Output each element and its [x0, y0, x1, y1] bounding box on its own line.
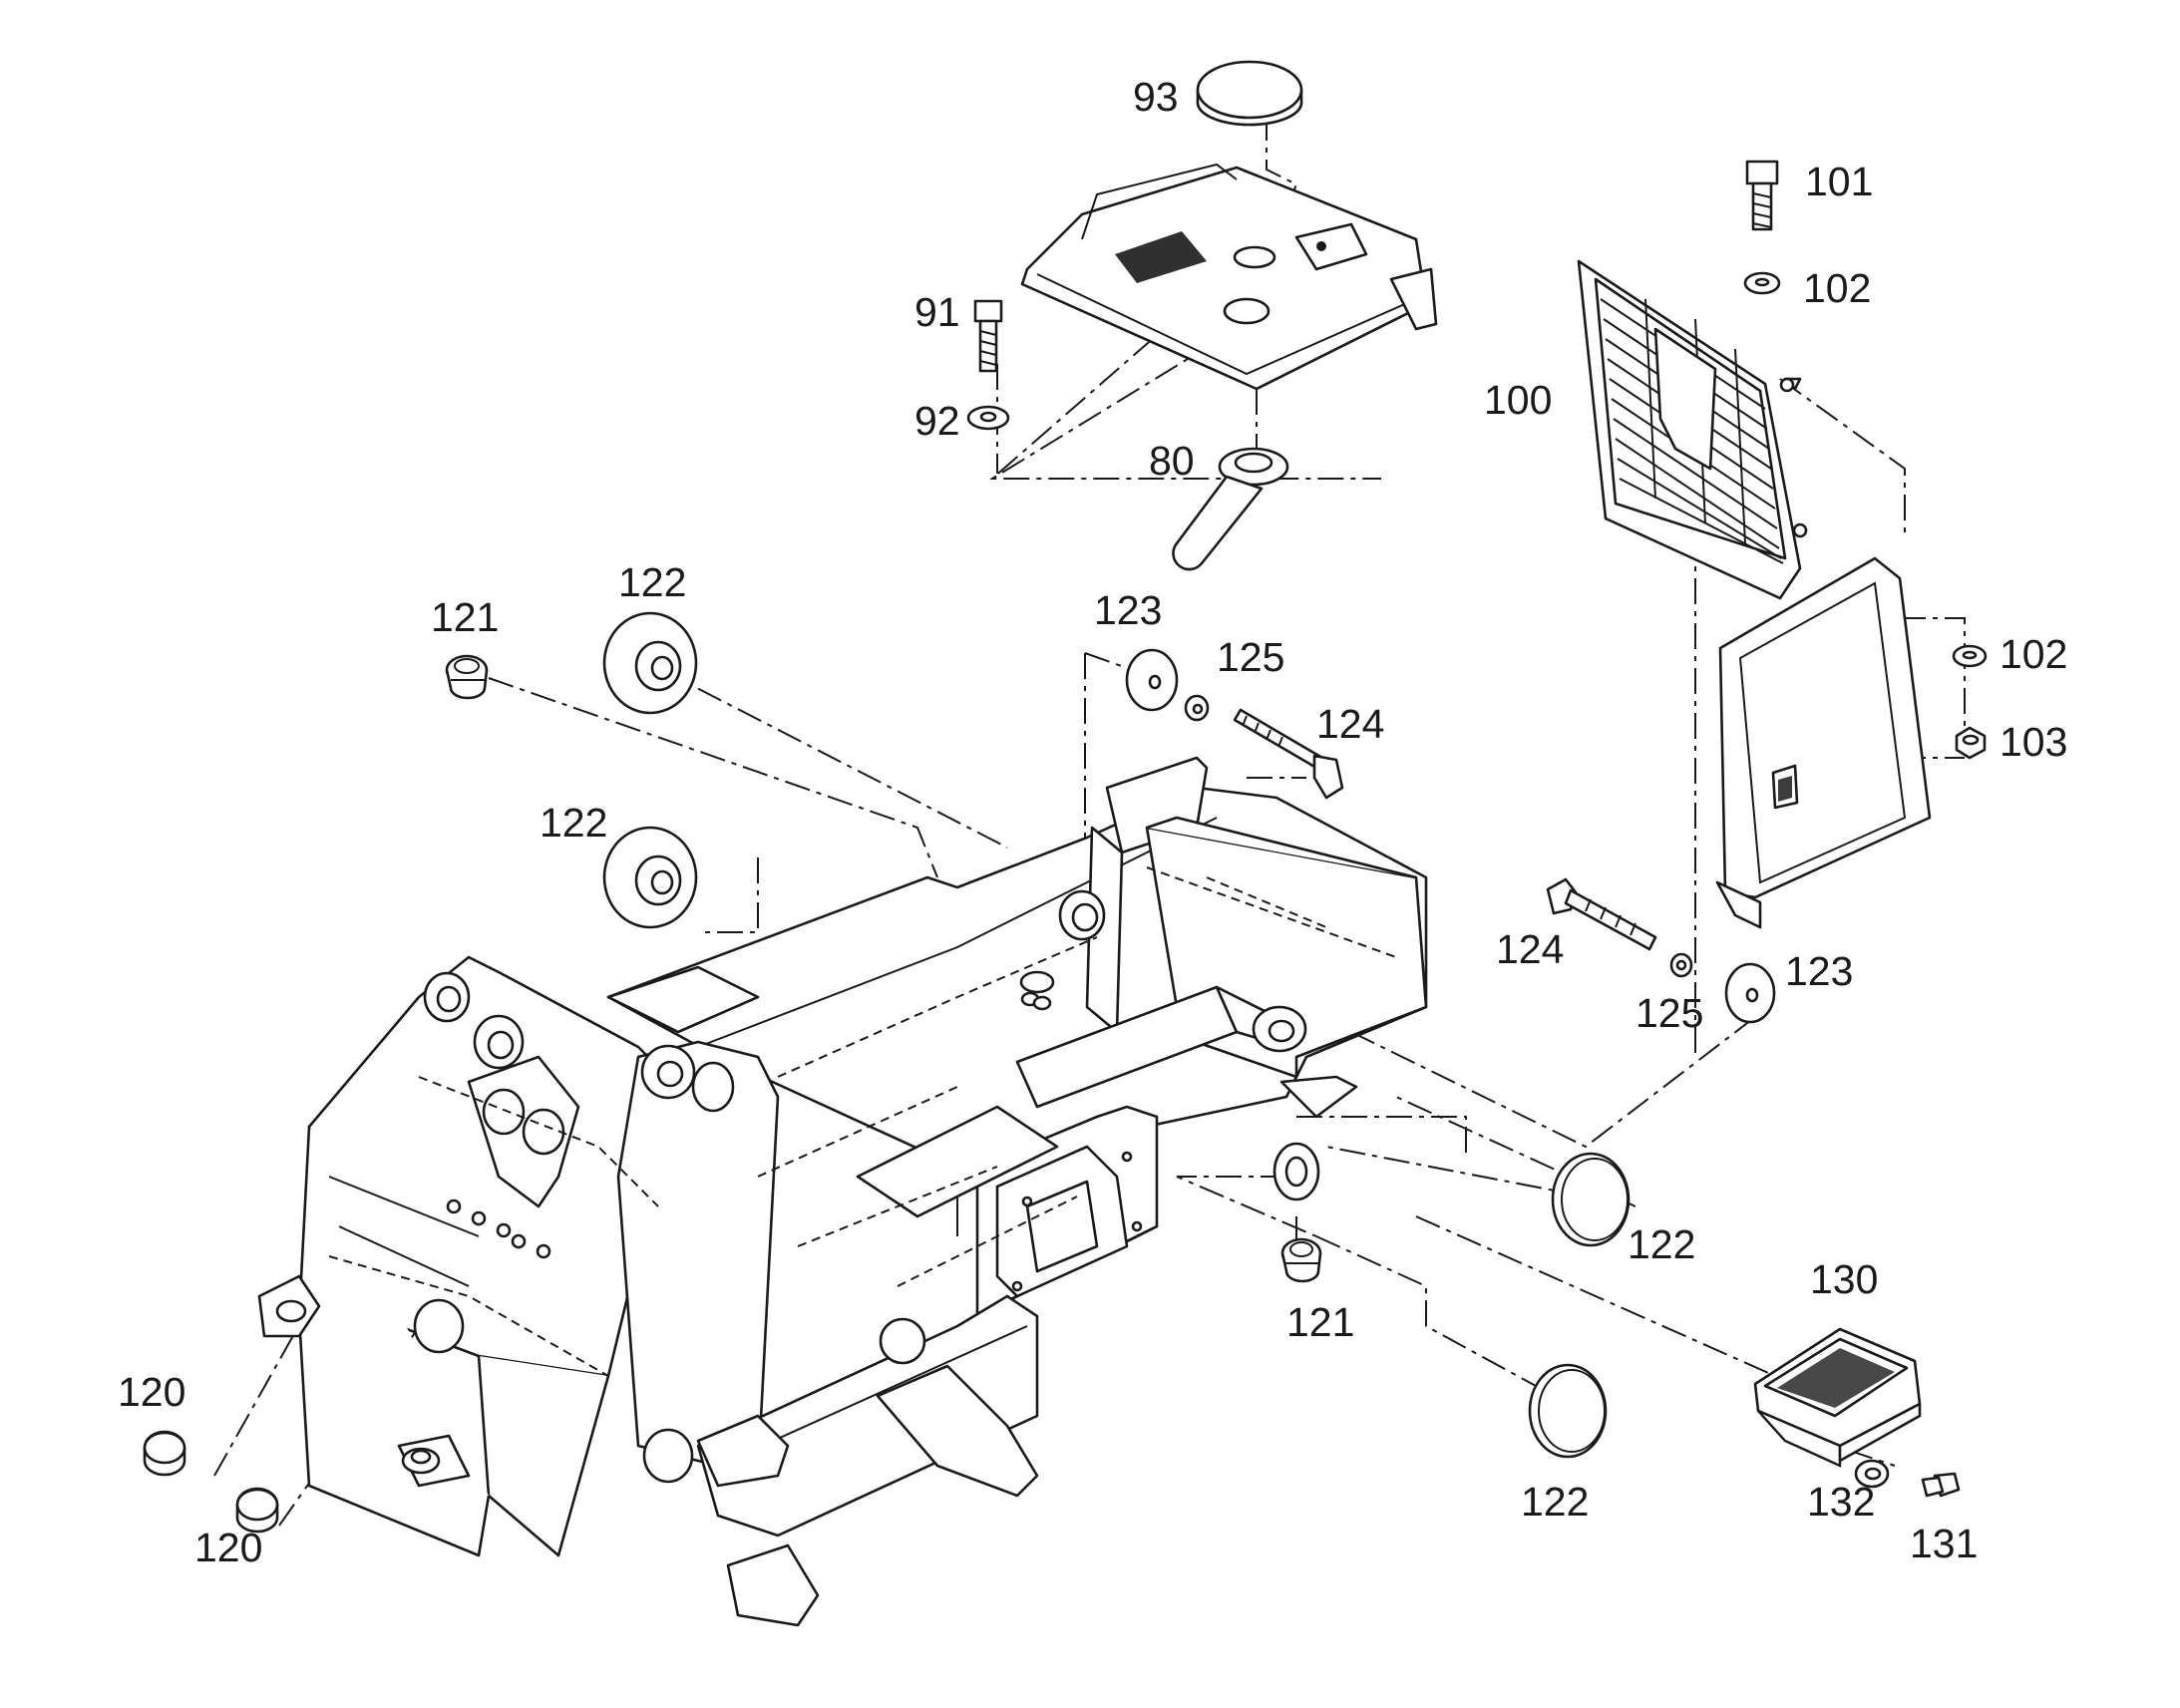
callout-124-lower: 124	[1496, 926, 1564, 972]
cover-plate-icon	[1020, 163, 1438, 391]
callout-130: 130	[1810, 1256, 1878, 1302]
cap-120-upper-icon	[143, 1430, 186, 1477]
callout-122-lower-left: 122	[540, 800, 607, 846]
callout-100: 100	[1484, 377, 1552, 423]
callout-123-lower: 123	[1785, 948, 1853, 994]
callout-102-top: 102	[1803, 265, 1871, 311]
callout-80: 80	[1149, 438, 1195, 484]
callout-122-right-lower: 122	[1521, 1479, 1589, 1525]
callout-124-upper: 124	[1316, 701, 1384, 747]
callout-91: 91	[914, 289, 960, 335]
washer-125-upper-icon	[1184, 694, 1210, 722]
bolt-101-icon	[1745, 160, 1779, 231]
callout-125-lower: 125	[1635, 990, 1703, 1036]
callout-122-right-upper: 122	[1628, 1221, 1695, 1267]
washer-123-upper-icon	[1125, 648, 1179, 712]
callout-120-upper: 120	[118, 1369, 185, 1415]
callout-120-lower: 120	[194, 1525, 262, 1570]
callout-121-upper: 121	[431, 594, 499, 640]
bolt-131-icon	[1921, 1472, 1961, 1498]
bushing-122-left-lower-icon	[602, 826, 698, 929]
callout-93: 93	[1133, 74, 1179, 120]
callout-125-upper: 125	[1217, 634, 1284, 680]
grille-100-icon	[1577, 259, 1808, 600]
plug-121-left-icon	[445, 654, 489, 700]
cap-120-lower-icon	[235, 1487, 279, 1534]
callout-103: 103	[1999, 719, 2067, 765]
cap-93-icon	[1196, 60, 1303, 127]
callout-122-upper-left: 122	[618, 559, 686, 605]
callout-101: 101	[1805, 159, 1873, 204]
bolt-124-upper-icon	[1233, 708, 1344, 800]
callout-92: 92	[914, 398, 960, 444]
disc-122-right-lower-icon	[1528, 1363, 1608, 1459]
bolt-124-lower-icon	[1546, 877, 1657, 951]
washer-132-icon	[1854, 1459, 1890, 1489]
plug-121-lower-icon	[1280, 1237, 1322, 1283]
callout-131: 131	[1910, 1521, 1978, 1566]
step-130-icon	[1753, 1327, 1922, 1468]
drain-funnel-80-icon	[1172, 447, 1289, 571]
callout-102-side: 102	[1999, 631, 2067, 677]
callout-132: 132	[1807, 1479, 1875, 1525]
washer-123-lower-icon	[1724, 962, 1776, 1024]
bushing-122-left-upper-icon	[602, 611, 698, 715]
loader-main-frame-icon	[257, 756, 1428, 1627]
washer-92-icon	[966, 405, 1010, 431]
nut-103-icon	[1955, 726, 1987, 760]
bolt-91-icon	[973, 299, 1003, 373]
disc-122-right-upper-icon	[1551, 1152, 1631, 1247]
callout-123-upper: 123	[1094, 587, 1162, 633]
callout-121-lower: 121	[1286, 1299, 1354, 1345]
washer-125-lower-icon	[1669, 952, 1693, 978]
access-door-panel-icon	[1715, 556, 1932, 929]
washer-102-top-icon	[1743, 271, 1781, 295]
washer-102-side-icon	[1952, 644, 1988, 668]
callout-labels: 93 91 92 80 101 102 100 102 103 121 122 …	[118, 74, 2067, 1570]
